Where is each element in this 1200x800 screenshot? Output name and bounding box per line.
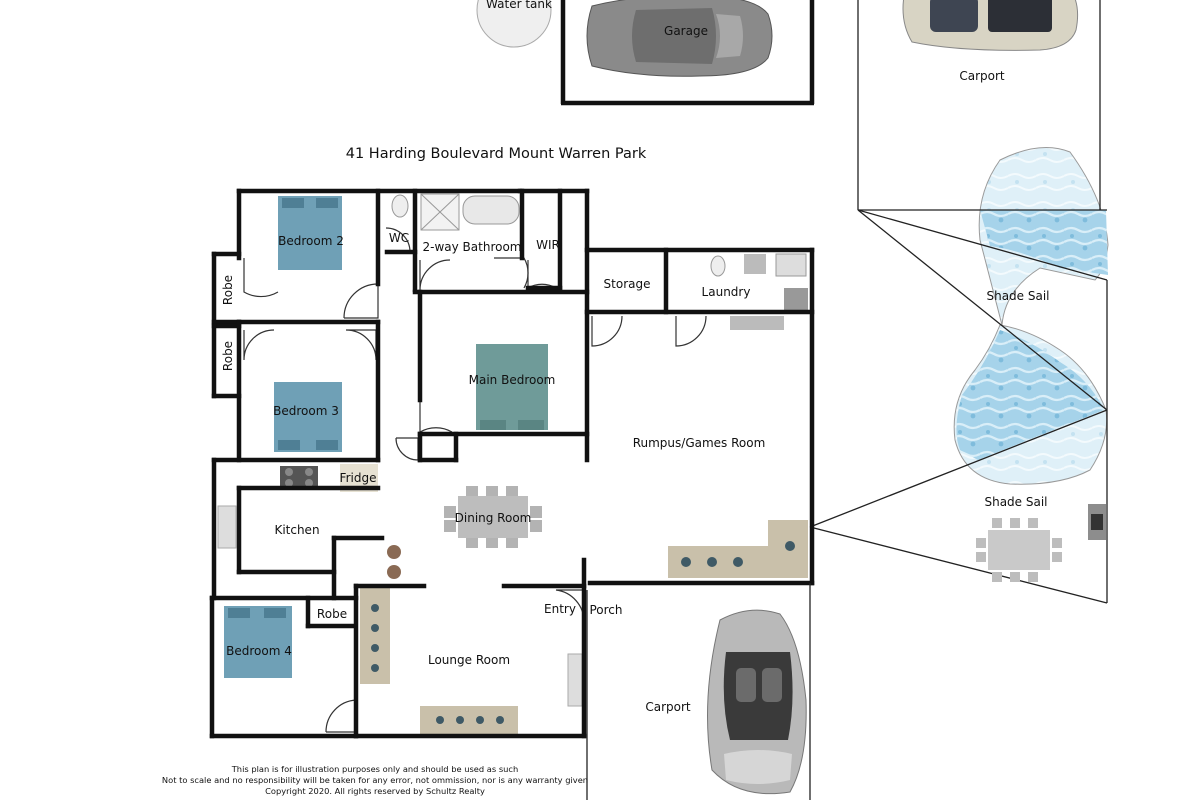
rumpus-label: Rumpus/Games Room [632, 436, 766, 450]
garage-label: Garage [664, 24, 708, 38]
main-bedroom-label: Main Bedroom [468, 373, 556, 387]
shade-sail-1-label: Shade Sail [986, 289, 1050, 303]
bedroom-3-label: Bedroom 3 [273, 404, 339, 418]
water-tank-icon [476, 0, 552, 48]
carport-bottom-car-icon [707, 609, 807, 795]
dining-room-label: Dining Room [454, 511, 532, 525]
carport-top-label: Carport [959, 69, 1005, 83]
storage-label: Storage [603, 277, 651, 291]
bedroom-2-label: Bedroom 2 [278, 234, 344, 248]
thin-walls [586, 583, 811, 800]
shade-sail-outlines [809, 209, 1108, 604]
water-tank-label: Water tank [486, 0, 552, 11]
bedroom-4-label: Bedroom 4 [226, 644, 292, 658]
carport-top-car-icon [902, 0, 1079, 51]
disclaimer-line-3: Copyright 2020. All rights reserved by S… [265, 786, 485, 796]
furniture [217, 193, 808, 734]
wir-label: WIR [536, 238, 560, 252]
robe-label-1: Robe [221, 274, 235, 306]
robe-label-2: Robe [221, 340, 235, 372]
shade-sail-bottom [953, 324, 1108, 485]
disclaimer: This plan is for illustration purposes o… [162, 764, 588, 797]
fridge-label: Fridge [339, 471, 377, 485]
entry-label: Entry [544, 602, 576, 616]
carport-bottom-label: Carport [645, 700, 691, 714]
laundry-label: Laundry [701, 285, 751, 299]
page-title: 41 Harding Boulevard Mount Warren Park [345, 146, 647, 162]
kitchen-label: Kitchen [274, 523, 320, 537]
shade-sail-2-label: Shade Sail [984, 495, 1048, 509]
disclaimer-line-2: Not to scale and no responsibility will … [161, 775, 589, 785]
lounge-room-label: Lounge Room [427, 653, 511, 667]
garage-walls [560, 0, 815, 106]
walls [209, 188, 815, 739]
disclaimer-line-1: This plan is for illustration purposes o… [231, 764, 519, 774]
bathroom-label: 2-way Bathroom [422, 240, 522, 254]
porch-label: Porch [589, 603, 623, 617]
outdoor-table-icon [976, 504, 1106, 582]
robe-label-3: Robe [316, 607, 348, 621]
garage-car-icon [586, 0, 773, 77]
shade-sail-top [978, 147, 1109, 326]
wc-label: WC [388, 231, 410, 245]
carport-top-outline [857, 0, 1101, 210]
